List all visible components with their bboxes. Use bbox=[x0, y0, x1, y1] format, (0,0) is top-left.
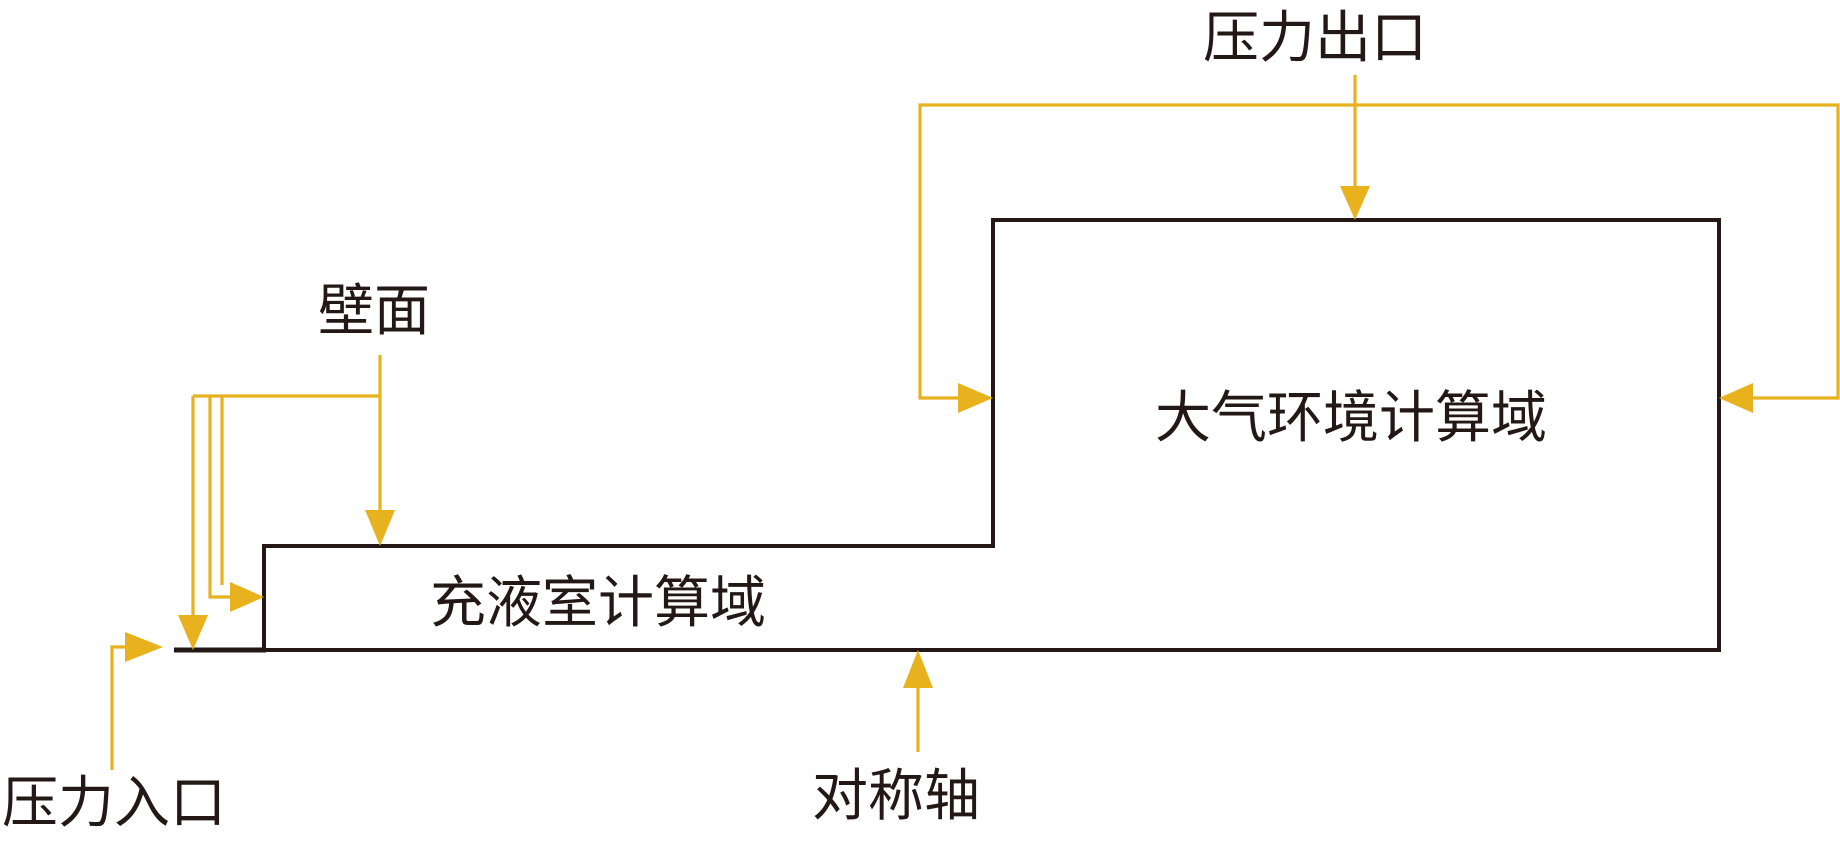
inlet-arrow bbox=[125, 632, 163, 662]
axis-arrow bbox=[903, 650, 933, 688]
domain-outline bbox=[262, 218, 1721, 652]
wall-arrow-inlet-wall bbox=[178, 615, 208, 650]
symmetry-axis-leader-group bbox=[903, 650, 933, 752]
chamber-domain-label: 充液室计算域 bbox=[430, 571, 766, 636]
outlet-arrow-left bbox=[958, 383, 993, 413]
outlet-leader-bracket bbox=[918, 103, 1840, 400]
outlet-arrow-right bbox=[1719, 383, 1753, 413]
pressure-inlet-leader-group bbox=[110, 632, 163, 770]
wall-label: 壁面 bbox=[318, 279, 430, 344]
pressure-outlet-leaders bbox=[918, 75, 1840, 413]
wall-arrow-chamber-top bbox=[365, 510, 395, 546]
pressure-outlet-label: 压力出口 bbox=[1203, 6, 1427, 71]
symmetry-axis-label: 对称轴 bbox=[812, 764, 980, 829]
inlet-leader bbox=[110, 645, 135, 770]
wall-leaders bbox=[178, 355, 395, 650]
atmosphere-domain-label: 大气环境计算域 bbox=[1155, 386, 1547, 451]
wall-leader-left-wall-outer bbox=[208, 396, 240, 599]
wall-arrow-left-wall bbox=[230, 582, 264, 612]
pressure-inlet-label: 压力入口 bbox=[2, 771, 226, 836]
outlet-arrow-top bbox=[1340, 186, 1370, 220]
